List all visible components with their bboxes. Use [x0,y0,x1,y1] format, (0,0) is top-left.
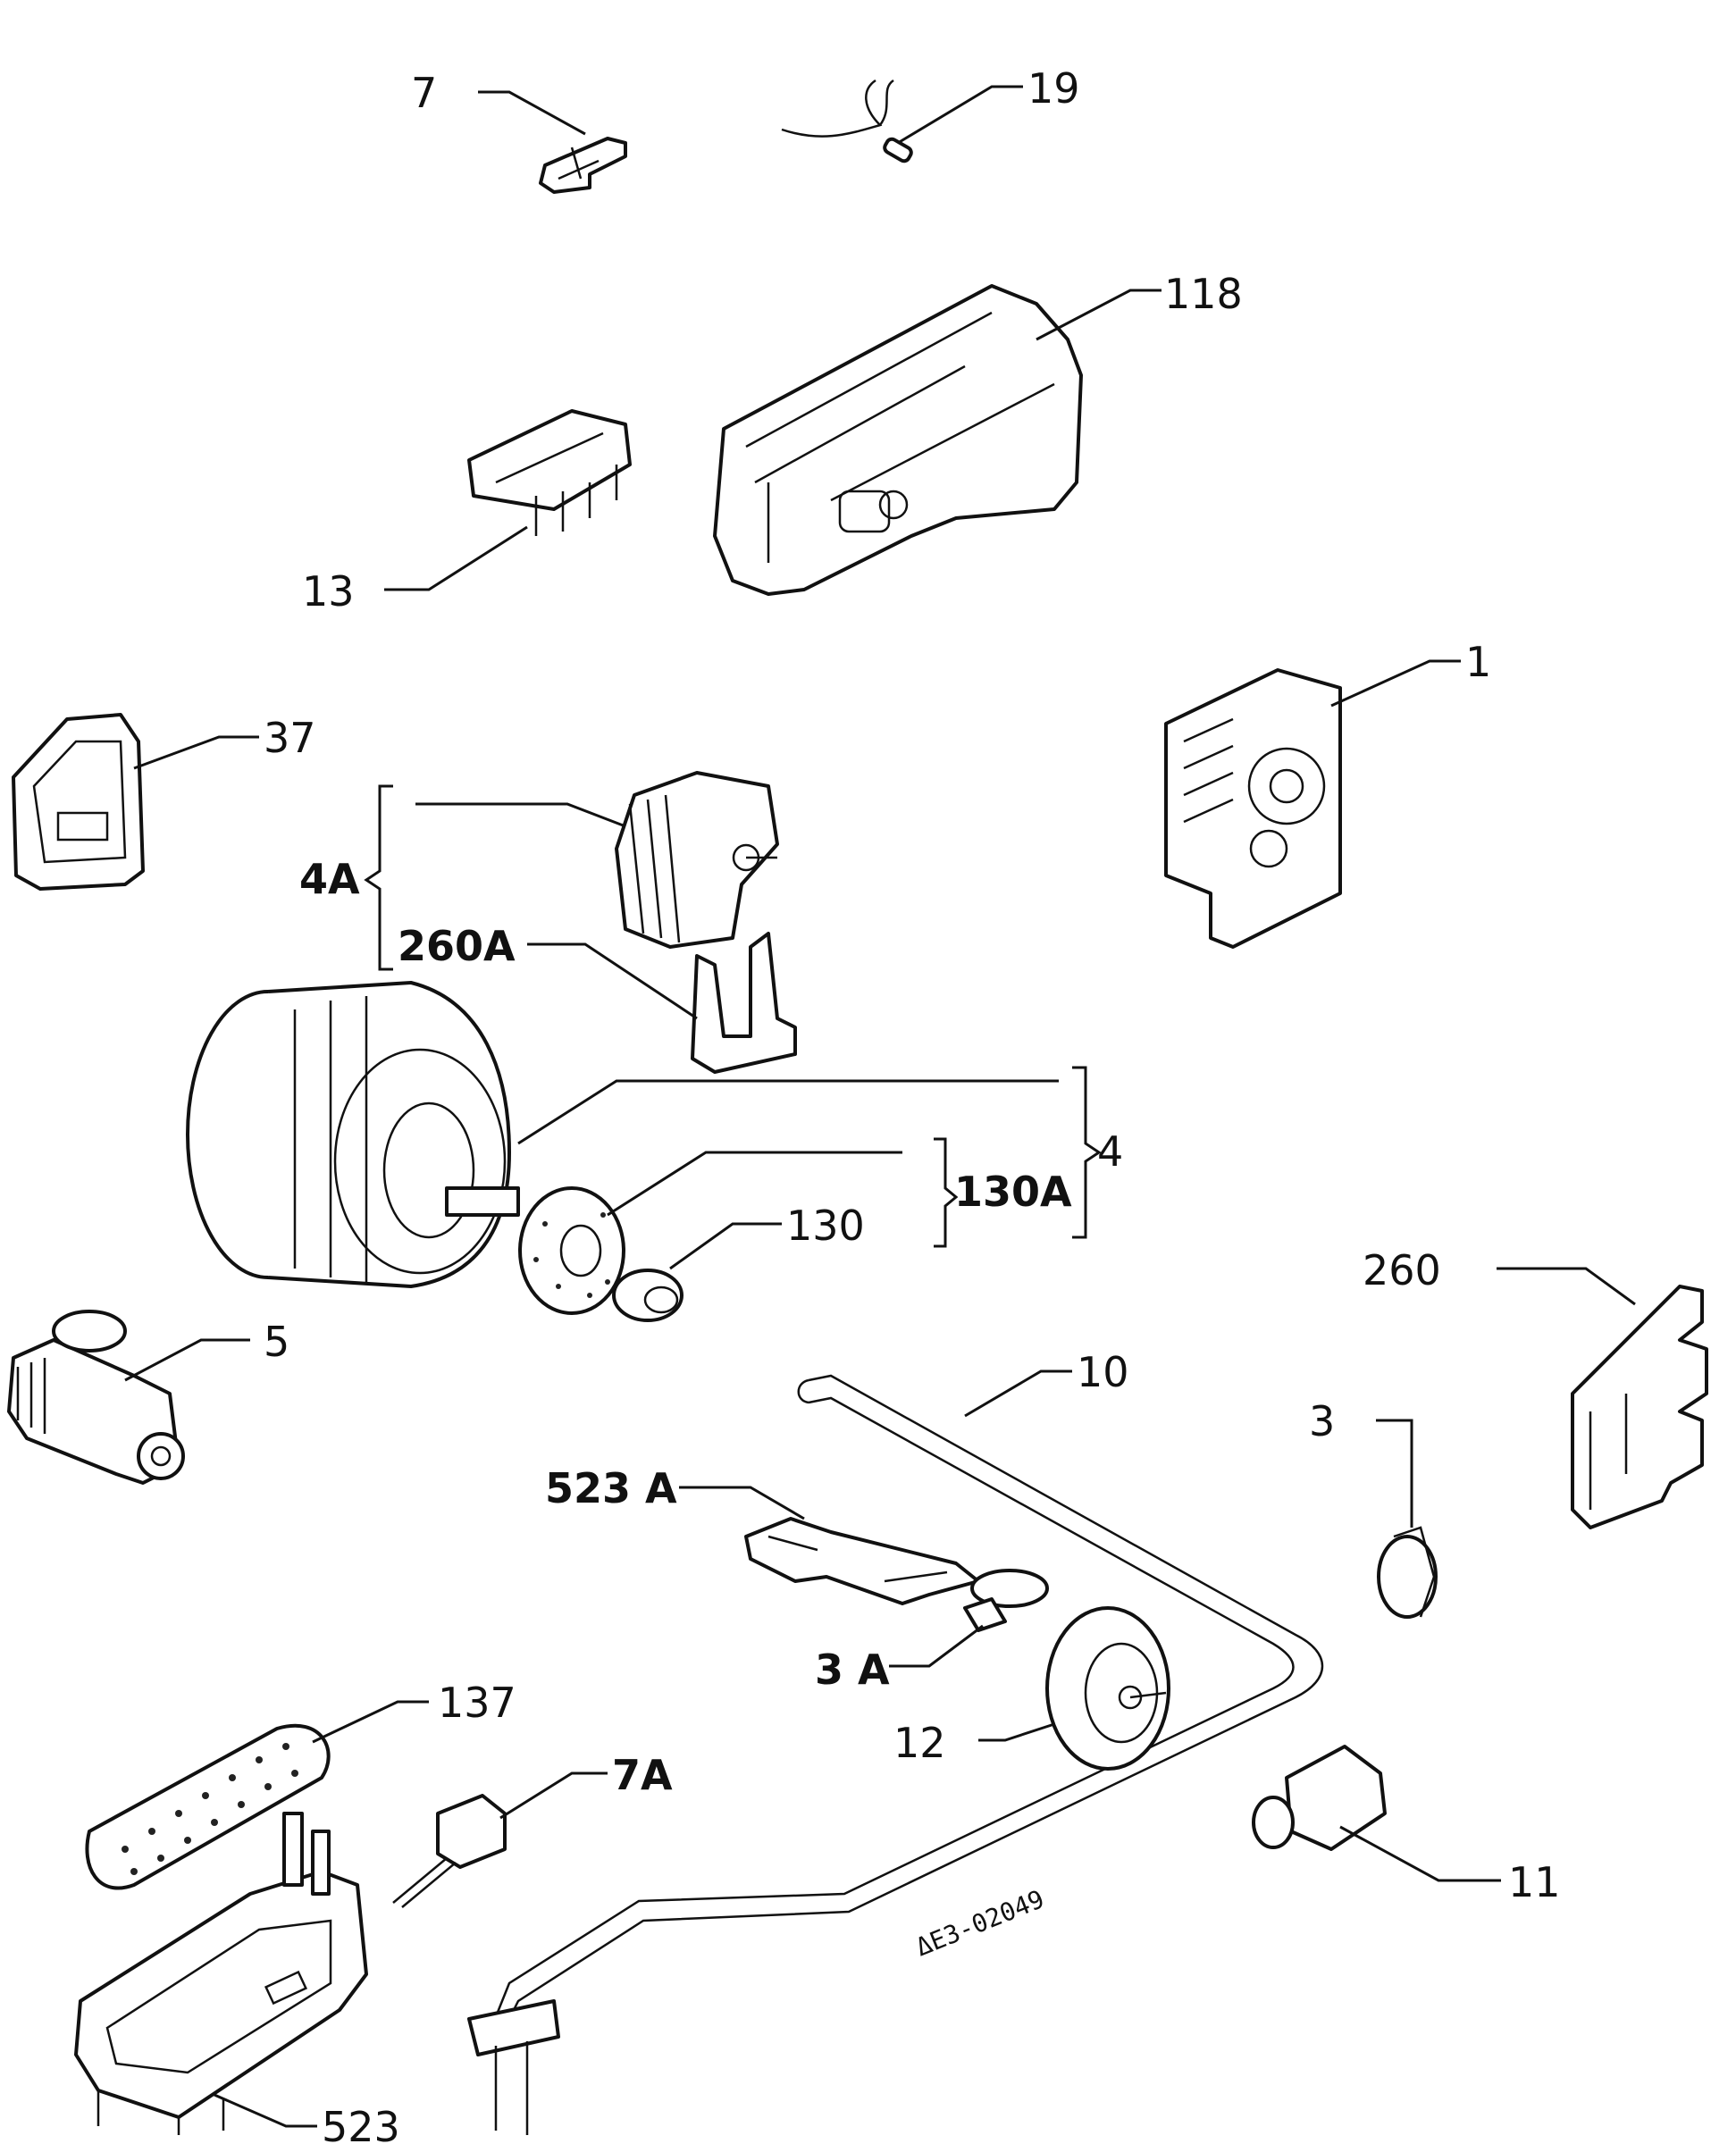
part-7-switch [539,137,627,194]
leader-523a [679,1486,805,1520]
bracket-130a-group [934,1137,959,1248]
callout-523a: 523 A [545,1464,677,1512]
part-523a-clamp [744,1517,980,1605]
part-260-bracket [1571,1285,1708,1529]
part-4-wash-motor [186,981,520,1288]
callout-260: 260 [1363,1246,1441,1294]
callout-137: 137 [438,1679,516,1727]
bracket-4-group [1072,1066,1102,1239]
leader-12 [978,1722,1055,1742]
leader-7 [478,90,586,136]
part-4a-pump-motor [615,771,779,949]
leader-3 [1376,1419,1413,1528]
leader-4 [517,1079,1059,1145]
callout-3a: 3 A [815,1646,890,1694]
part-137-filter [85,1723,331,1890]
part-37-cover [12,713,145,891]
part-260a-bracket [691,932,797,1074]
callout-11: 11 [1508,1858,1561,1906]
callout-118: 118 [1164,270,1243,318]
part-1-timer [1164,668,1342,949]
callout-10: 10 [1077,1348,1129,1396]
leader-130a [607,1151,902,1217]
callout-12: 12 [893,1719,946,1767]
callout-37: 37 [264,714,316,762]
callout-260a: 260A [398,922,516,970]
leader-130 [669,1222,782,1270]
part-130a-impeller [518,1186,625,1315]
part-5-inlet-valve [7,1310,185,1485]
leader-523 [214,2093,317,2128]
leader-260 [1497,1267,1636,1306]
part-523-sump [74,1812,368,2135]
leader-5 [124,1338,250,1382]
part-3-thermostat [1377,1526,1438,1619]
callout-4: 4 [1097,1127,1123,1176]
part-10-heater [467,1374,1324,2135]
leader-13 [384,525,528,591]
callout-5: 5 [264,1318,289,1366]
bracket-4a-group [364,784,393,971]
callout-7a: 7A [612,1751,673,1799]
part-118-dispenser [713,284,1083,596]
part-7a-microswitch [392,1794,507,1908]
leader-10 [964,1369,1072,1418]
callout-3: 3 [1309,1397,1335,1445]
callout-7: 7 [411,69,437,117]
callout-1: 1 [1465,638,1491,686]
leader-7a [499,1771,608,1820]
callout-523: 523 [322,2103,400,2144]
part-130-bushing [612,1269,683,1322]
callout-130: 130 [786,1202,865,1250]
leader-19 [897,85,1023,145]
part-12-pressure-switch [1045,1606,1170,1771]
drawing-code: ΔE3-02049 [911,1884,1048,1962]
leader-118 [1036,289,1162,341]
part-11-capacitor [1252,1745,1387,1851]
part-19-sensor [781,79,913,163]
leader-37 [133,735,259,770]
part-3a-thermostat [963,1569,1049,1632]
leader-4a [415,802,626,828]
callout-4a: 4A [299,855,360,903]
callout-130a: 130A [954,1168,1072,1216]
callout-19: 19 [1027,64,1080,113]
part-13-selector [467,409,632,536]
leader-1 [1330,659,1461,708]
leader-3a [889,1624,984,1668]
leader-137 [312,1700,429,1744]
callout-13: 13 [302,567,355,616]
leader-260a [527,942,698,1020]
leader-11 [1339,1825,1501,1882]
